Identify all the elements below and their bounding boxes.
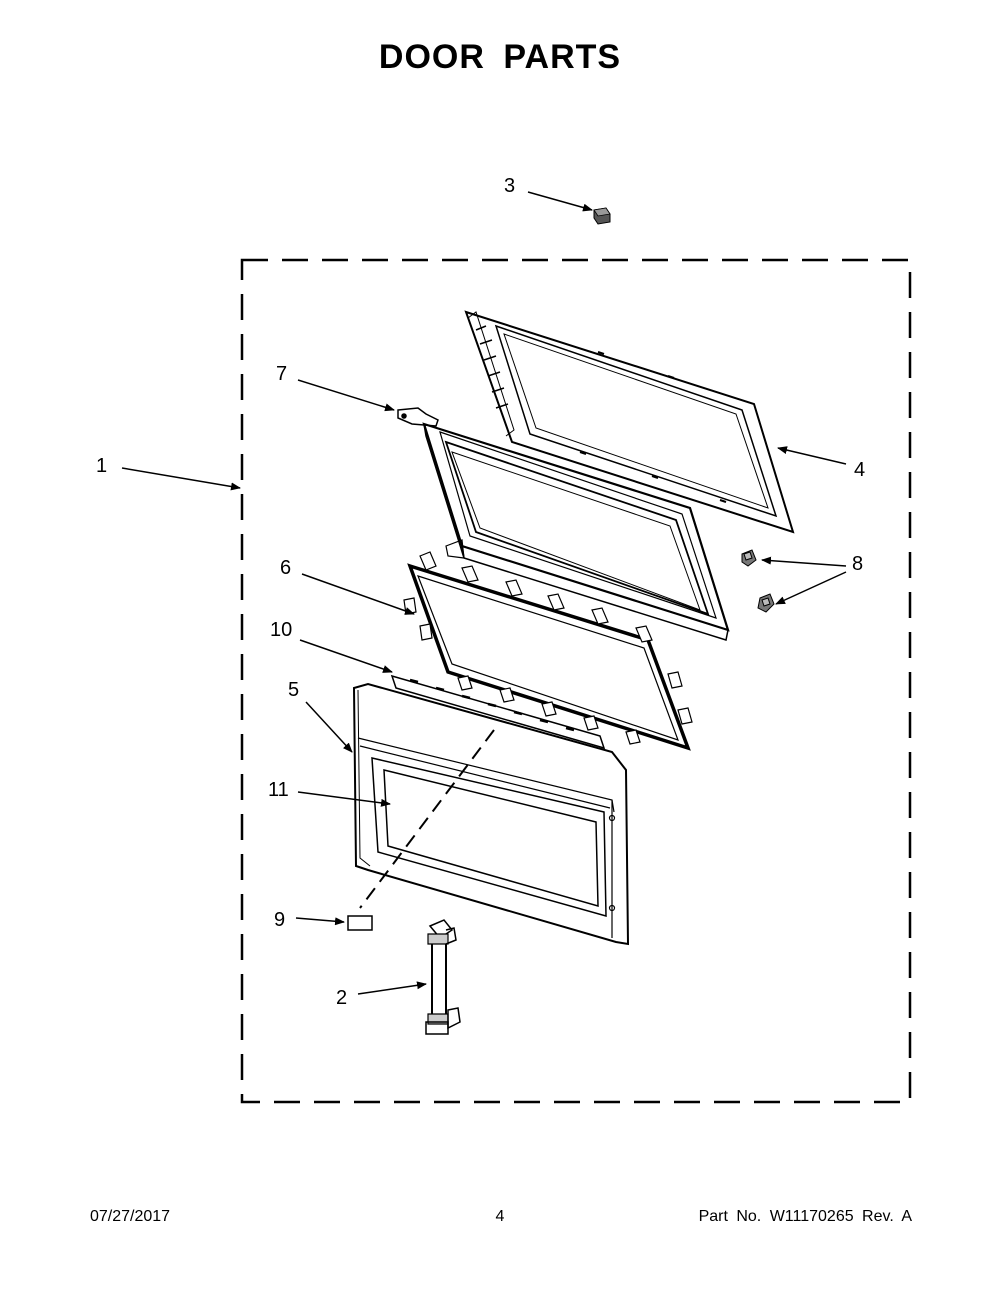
callout-11: 11 xyxy=(268,779,289,801)
leader-3 xyxy=(527,191,593,212)
callout-leaders xyxy=(121,191,847,995)
footer-page-number: 4 xyxy=(495,1208,505,1225)
part-11-window-glass xyxy=(371,757,607,917)
callout-5: 5 xyxy=(288,679,299,701)
part-3-clip xyxy=(593,207,611,225)
door-assembly-boundary xyxy=(240,258,912,1104)
part-5-outer-door-panel xyxy=(352,682,630,946)
callout-8: 8 xyxy=(852,553,863,575)
leader-8a xyxy=(761,556,847,567)
callout-1: 1 xyxy=(96,455,107,477)
callout-9: 9 xyxy=(274,909,285,931)
part-2-door-handle xyxy=(425,919,461,1035)
inner-door-frame xyxy=(422,422,730,641)
callout-2: 2 xyxy=(336,987,347,1009)
leader-10 xyxy=(299,639,393,673)
leader-5 xyxy=(305,701,353,753)
part-6-glass-pane xyxy=(403,551,693,751)
callout-4: 4 xyxy=(854,459,865,481)
part-10-hinge-strip xyxy=(390,674,606,750)
leader-4 xyxy=(777,446,847,465)
leader-1 xyxy=(121,467,241,491)
part-7-bracket xyxy=(397,407,439,427)
leader-2 xyxy=(357,981,427,995)
part-9-label xyxy=(347,915,373,931)
leader-11 xyxy=(297,791,391,807)
callout-6: 6 xyxy=(280,557,291,579)
callout-7: 7 xyxy=(276,363,287,385)
label-placement-line xyxy=(359,729,495,909)
leader-7 xyxy=(297,379,395,412)
callout-3: 3 xyxy=(504,175,515,197)
part-8-latches xyxy=(741,549,775,613)
callout-10: 10 xyxy=(270,619,292,641)
leader-6 xyxy=(301,573,415,615)
page-title: DOOR PARTS xyxy=(378,38,622,76)
leader-9 xyxy=(295,917,345,926)
leader-8b xyxy=(775,571,847,605)
footer-part-number: Part No. W11170265 Rev. A xyxy=(698,1208,912,1225)
footer-date: 07/27/2017 xyxy=(90,1208,171,1225)
part-4-rear-frame xyxy=(464,310,795,534)
